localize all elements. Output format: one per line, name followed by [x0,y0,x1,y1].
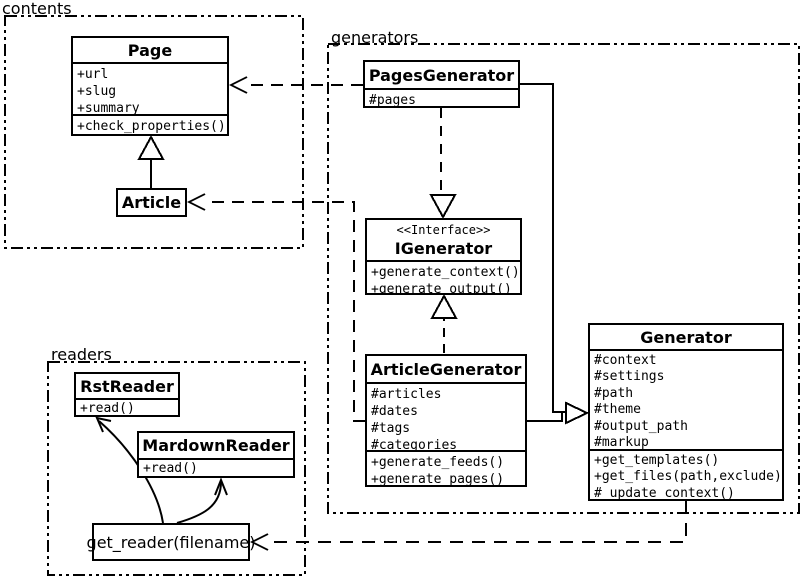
attribute: #theme [594,402,641,418]
rstreader-class: RstReader +read() [74,372,180,417]
getreader-to-mardownreader-arrowhead-icon [214,477,228,496]
article-to-page-inheritance-triangle-icon [137,134,165,160]
mardownreader-class-title: MardownReader [142,436,290,455]
articlegenerator-to-igenerator-triangle-icon [430,293,458,319]
generator-methods: +get_templates() +get_files(path,exclude… [590,449,782,499]
generator-to-getreader-dependency-line [268,501,687,543]
method: +get_templates() [594,453,720,468]
method: +read() [80,401,135,415]
page-class: Page +url +slug +summary +check_properti… [71,36,229,136]
attribute: #context [594,353,657,368]
generators-package-label: generators [331,28,419,47]
rstreader-class-title: RstReader [80,376,174,396]
articlegenerator-class-title: ArticleGenerator [370,359,522,379]
igenerator-methods: +generate_context() +generate_output() [367,260,520,293]
igenerator-stereotype: <<Interface>> [396,223,491,237]
attribute: #output_path [594,418,688,434]
method: +get_files(path,exclude) [594,469,782,485]
generator-inheritance-triangle-icon [565,401,590,425]
contents-package-label: contents [2,0,72,18]
pagesgenerator-to-page-arrowhead-icon [228,76,248,94]
pagesgenerator-to-igenerator-triangle-icon [429,194,457,220]
articlegenerator-methods: +generate_feeds() +generate_pages() [367,450,525,485]
attribute: +url [77,67,109,82]
attribute: +summary [77,101,140,114]
igenerator-interface: <<Interface>> IGenerator +generate_conte… [365,218,522,295]
attribute: #markup [594,435,649,449]
generator-class-title: Generator [640,327,732,347]
igenerator-header: <<Interface>> IGenerator [367,220,520,259]
contents-package-border [4,15,304,249]
attribute: #path [594,385,634,401]
generator-to-getreader-arrowhead-icon [249,533,269,551]
attribute: +slug [77,84,117,99]
generator-class: Generator #context #settings #path #them… [588,323,784,501]
mardownreader-methods: +read() [139,458,293,476]
readers-package-border [47,361,306,576]
igenerator-interface-title: IGenerator [394,239,493,258]
page-class-title: Page [127,40,173,60]
method: +read() [143,461,198,476]
attribute: #tags [371,421,411,436]
method: #_update_context() [594,485,735,499]
method: +generate_feeds() [371,455,505,470]
mardownreader-class: MardownReader +read() [137,431,295,478]
pagesgenerator-class-title: PagesGenerator [368,65,515,85]
method: +generate_pages() [371,472,505,485]
attribute: #categories [371,438,458,450]
page-attributes: +url +slug +summary [73,62,227,114]
articlegenerator-to-article-dependency-line [206,201,365,422]
generators-package-border [327,43,800,514]
readers-package-label: readers [51,345,112,364]
attribute: #dates [371,404,418,419]
attribute: #articles [371,387,442,402]
articlegenerator-to-generator-inheritance-line [527,411,566,422]
page-methods: +check_properties() [73,114,227,134]
method: +generate_context() [371,265,520,280]
method: +check_properties() [77,119,226,134]
articlegenerator-to-article-arrowhead-icon [186,193,206,211]
attribute: #pages [369,93,416,106]
generator-attributes: #context #settings #path #theme #output_… [590,349,782,449]
pagesgenerator-attributes: #pages [365,88,518,106]
articlegenerator-class: ArticleGenerator #articles #dates #tags … [365,354,527,487]
attribute: #settings [594,369,665,385]
articlegenerator-attributes: #articles #dates #tags #categories [367,382,525,450]
getreader-function-box: get_reader(filename) [87,523,255,561]
method: +generate_output() [371,282,512,293]
rstreader-methods: +read() [76,398,178,415]
article-class-title: Article [121,193,182,212]
pagesgenerator-to-generator-inheritance-line [520,83,566,413]
pagesgenerator-class: PagesGenerator #pages [363,60,520,108]
getreader-to-mardownreader-line [176,481,222,524]
article-class: Article [116,188,187,217]
getreader-to-rstreader-arrowhead-icon [95,416,112,433]
